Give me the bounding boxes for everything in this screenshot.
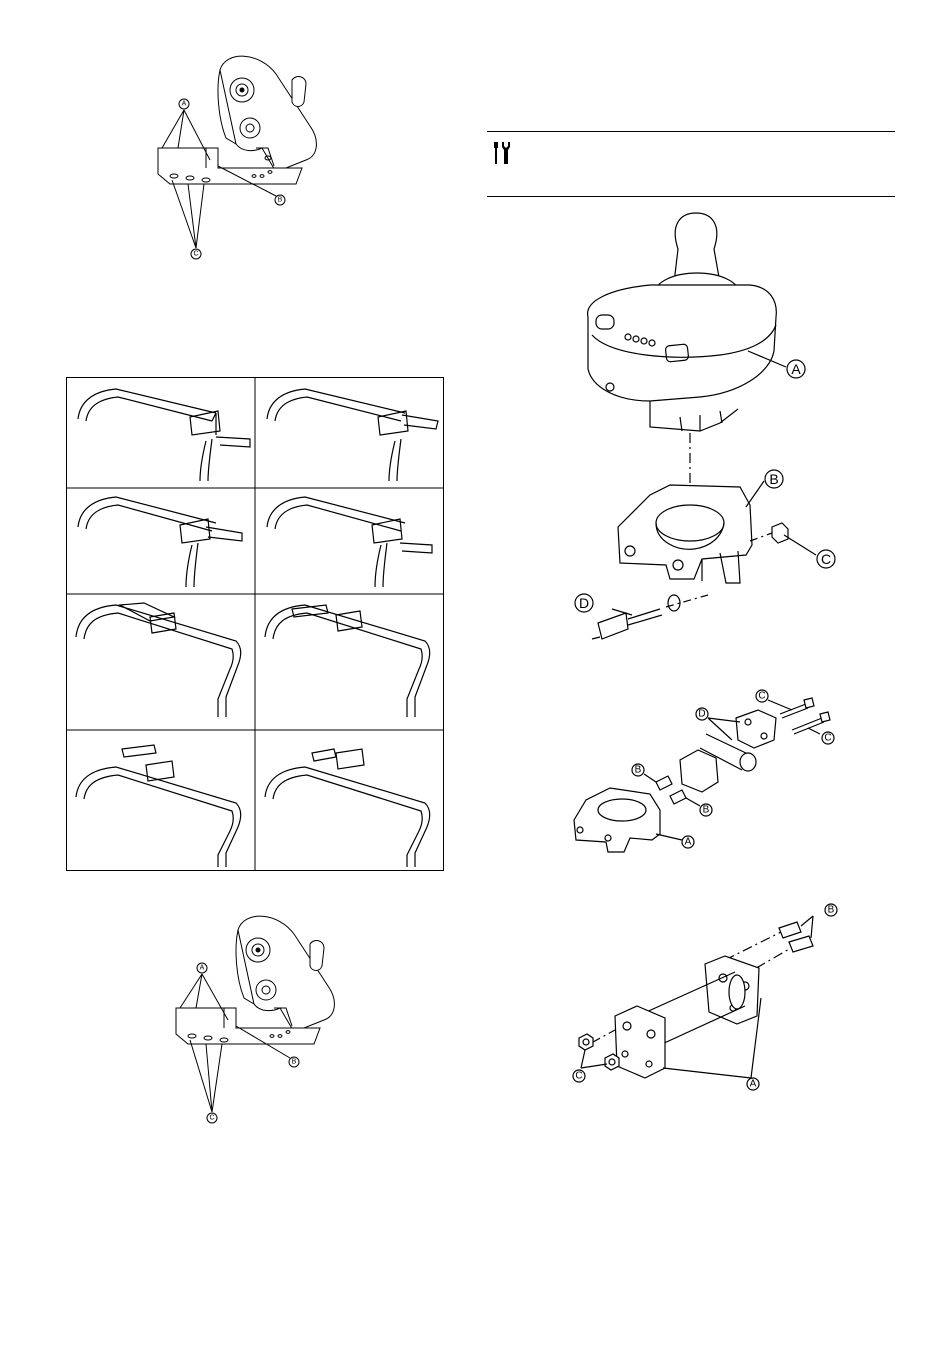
callout-a: A (685, 837, 692, 848)
callout-b: B (769, 471, 778, 487)
callout-a: A (200, 965, 205, 972)
callout-d: D (698, 709, 705, 720)
callout-b: B (828, 905, 835, 916)
callout-a: A (791, 361, 801, 377)
callout-c: C (209, 1115, 214, 1122)
callout-c: C (193, 251, 198, 258)
callout-d: D (579, 595, 589, 611)
callout-b: B (635, 765, 642, 776)
tools-box-bottom-rule (487, 196, 895, 197)
bracket-configuration-grid (66, 377, 444, 871)
config-cell-1 (78, 389, 250, 481)
config-cell-5 (76, 603, 241, 717)
config-cell-7 (76, 745, 241, 867)
config-cell-3 (78, 497, 242, 587)
config-cell-8 (265, 749, 430, 867)
callout-c: C (758, 691, 765, 702)
callout-c: C (821, 551, 831, 567)
config-cell-6 (265, 605, 430, 717)
joystick-exploded-figure: A B C D (570, 205, 840, 660)
callout-b: B (292, 1059, 297, 1066)
clamp-tube-exploded-figure: A B B D C C (560, 688, 850, 853)
config-cell-4 (267, 497, 432, 587)
mount-bracket-figure-bottom: A B C (168, 908, 358, 1128)
tube-clamp-assembly-figure: B A C (565, 898, 845, 1098)
callout-c: C (575, 1071, 582, 1082)
callout-b: B (278, 197, 283, 204)
callout-c: C (824, 733, 831, 744)
tools-box-top-rule (487, 131, 895, 132)
callout-a: A (182, 101, 187, 108)
mount-bracket-figure-top: A B C (150, 48, 340, 263)
callout-a: A (750, 1079, 757, 1090)
callout-b: B (703, 805, 710, 816)
config-cell-2 (267, 389, 438, 481)
tools-icon (492, 140, 516, 166)
